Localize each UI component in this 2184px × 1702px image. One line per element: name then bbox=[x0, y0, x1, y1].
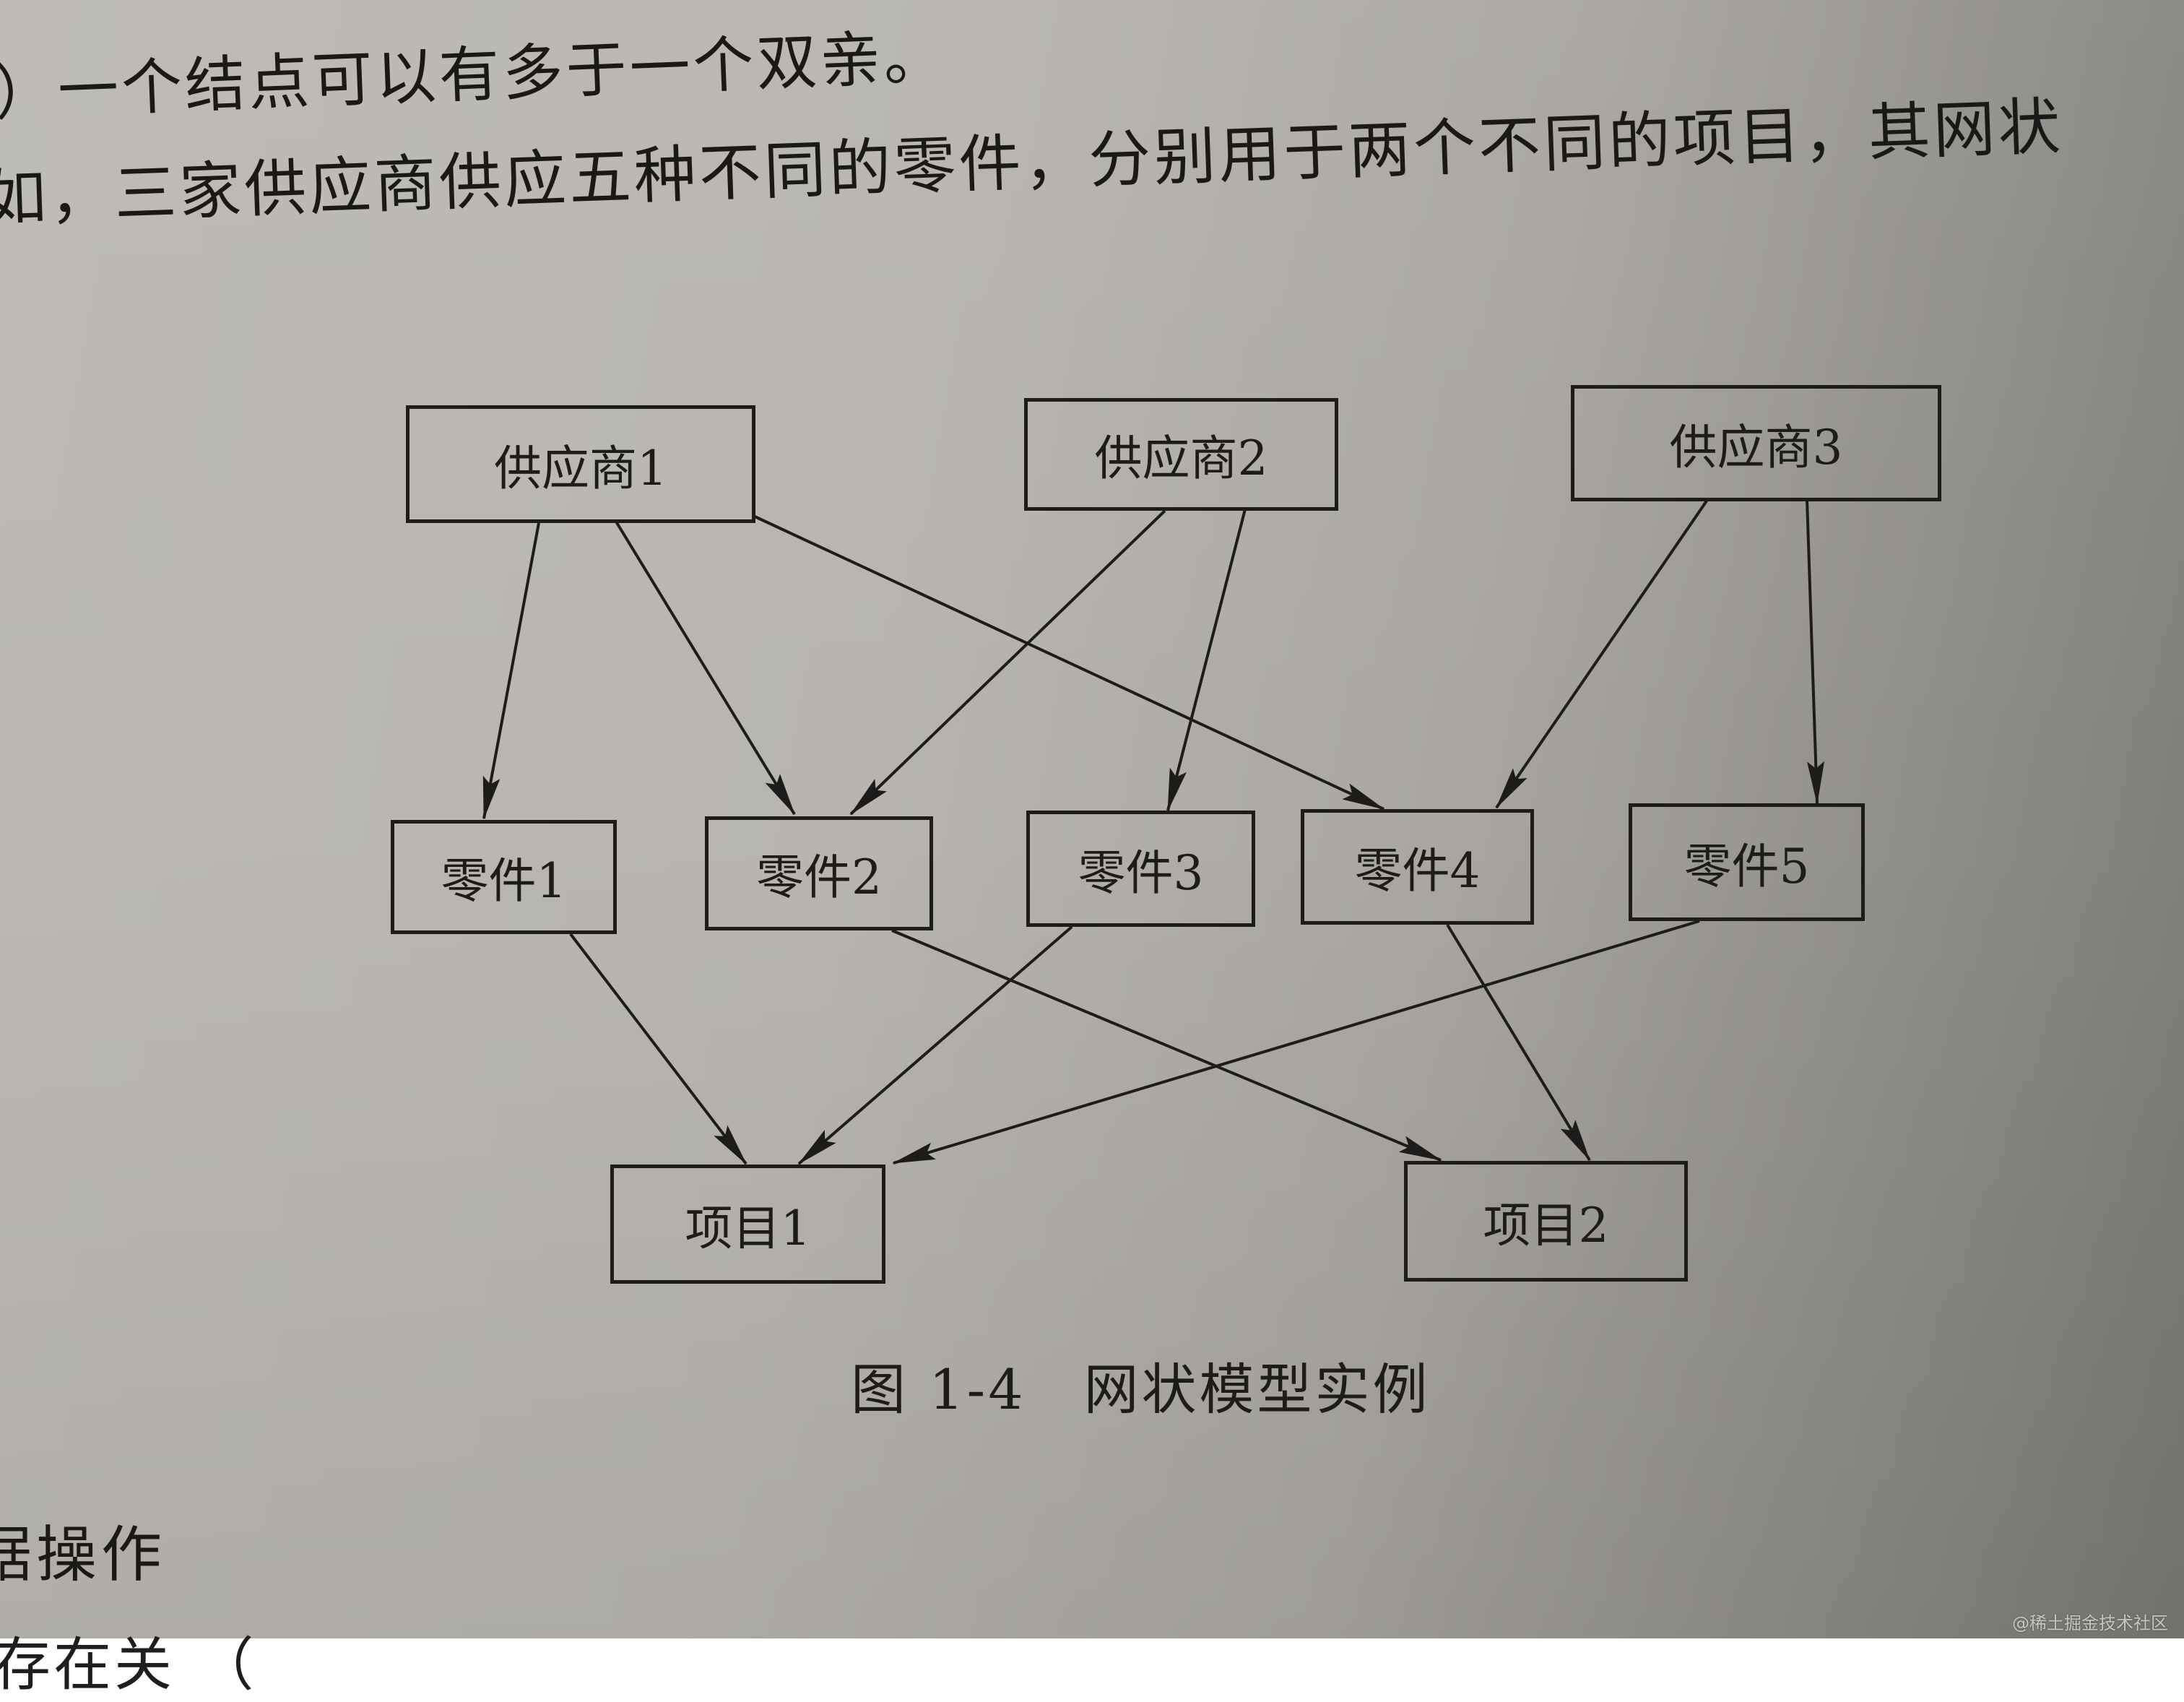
edge-supplier1-part4 bbox=[754, 515, 1385, 811]
edge-part4-project2 bbox=[1446, 923, 1591, 1162]
node-label: 项目2 bbox=[1483, 1197, 1609, 1253]
watermark: @稀土掘金技术社区 bbox=[2012, 1613, 2168, 1633]
book-page bbox=[0, 0, 2184, 1638]
node-part-2: 零件2 bbox=[705, 816, 933, 930]
figure-title: 网状模型实例 bbox=[1083, 1357, 1431, 1422]
node-project-2: 项目2 bbox=[1404, 1161, 1688, 1282]
section-heading: 据操作 bbox=[0, 1519, 167, 1590]
node-label: 零件4 bbox=[1354, 843, 1481, 899]
diagram-edges bbox=[482, 498, 1825, 1165]
cutoff-text-line: 存在关 （ bbox=[0, 1631, 257, 1698]
node-part-1: 零件1 bbox=[391, 820, 617, 934]
figure-caption: 图 1-4 网状模型实例 bbox=[851, 1345, 1431, 1425]
node-label: 零件3 bbox=[1078, 844, 1204, 901]
node-label: 供应商3 bbox=[1669, 419, 1843, 475]
node-label: 零件5 bbox=[1684, 838, 1810, 894]
edge-supplier3-part5 bbox=[1806, 499, 1825, 805]
node-part-3: 零件3 bbox=[1026, 811, 1255, 927]
edge-supplier2-part3 bbox=[1166, 509, 1247, 812]
node-label: 零件2 bbox=[756, 850, 882, 905]
edge-part3-project1 bbox=[797, 925, 1073, 1165]
edge-supplier1-part2 bbox=[615, 520, 796, 816]
edge-part2-project2 bbox=[891, 929, 1442, 1162]
node-part-4: 零件4 bbox=[1301, 809, 1534, 925]
node-project-1: 项目1 bbox=[610, 1165, 885, 1284]
node-supplier-3: 供应商3 bbox=[1571, 385, 1941, 501]
node-label: 供应商2 bbox=[1094, 431, 1268, 486]
edge-part5-project1 bbox=[892, 920, 1700, 1165]
node-supplier-2: 供应商2 bbox=[1024, 398, 1338, 511]
node-label: 供应商1 bbox=[494, 440, 667, 496]
edge-supplier1-part1 bbox=[482, 522, 540, 820]
node-supplier-1: 供应商1 bbox=[406, 405, 755, 523]
node-part-5: 零件5 bbox=[1629, 803, 1865, 921]
edge-supplier2-part2 bbox=[849, 509, 1166, 816]
edge-part1-project1 bbox=[569, 933, 748, 1165]
node-label: 零件1 bbox=[441, 853, 567, 909]
network-model-diagram: 供应商1 供应商2 供应商3 零件1 零件2 零件3 零件4 零件5 项目1 项… bbox=[391, 385, 1941, 1425]
figure-number: 图 1-4 bbox=[851, 1357, 1026, 1422]
edge-supplier3-part4 bbox=[1495, 498, 1709, 809]
node-label: 项目1 bbox=[685, 1200, 811, 1256]
